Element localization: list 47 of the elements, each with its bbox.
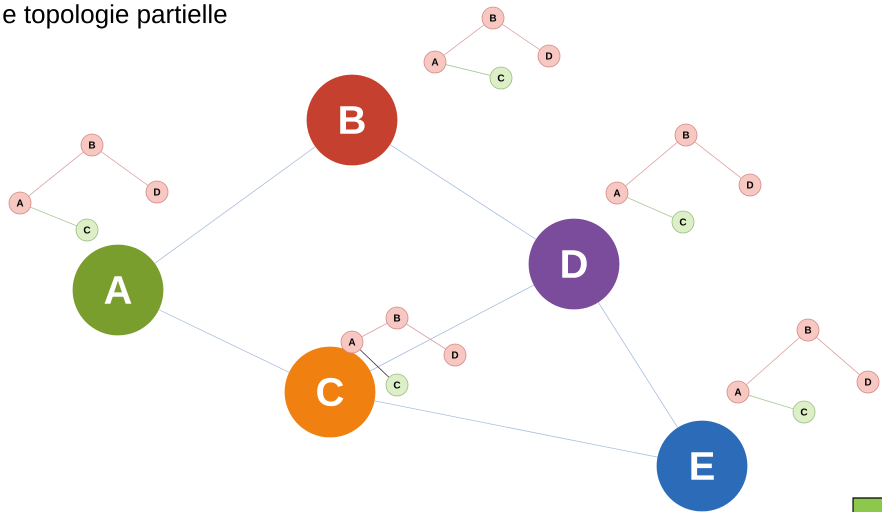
- connector-line: [374, 400, 658, 458]
- circle-node: A: [726, 380, 750, 404]
- connector-line: [627, 197, 673, 218]
- circle-node: C: [386, 374, 408, 396]
- circle-node: B: [796, 318, 820, 342]
- connector-line: [390, 144, 536, 240]
- connector-line: [746, 337, 800, 385]
- circle-node: D: [444, 344, 466, 366]
- circle-node: A: [424, 50, 446, 74]
- circle-node: D: [738, 174, 762, 196]
- connector-line: [406, 324, 446, 350]
- circle-node: C: [672, 210, 694, 234]
- circle-node: C: [792, 400, 816, 424]
- circle-node: D: [538, 44, 560, 68]
- circle-node: B: [80, 134, 104, 156]
- circle-node: E: [656, 420, 748, 512]
- connector-line: [362, 322, 388, 338]
- connector-line: [370, 284, 534, 372]
- circle-node: A: [606, 182, 628, 204]
- connector-line: [100, 151, 148, 186]
- connector-line: [598, 302, 678, 428]
- connector-line: [28, 152, 84, 196]
- connector-line: [360, 349, 390, 378]
- circle-node: D: [528, 218, 620, 310]
- connector-line: [694, 142, 742, 178]
- connector-line: [502, 24, 540, 50]
- circle-node: A: [340, 330, 364, 354]
- circle-node: C: [76, 218, 98, 242]
- circle-node: B: [386, 306, 408, 330]
- circle-node: C: [490, 66, 512, 90]
- connector-line: [748, 394, 794, 410]
- circle-node: D: [146, 180, 168, 204]
- circle-node: A: [8, 192, 32, 214]
- circle-node: B: [482, 6, 504, 30]
- circle-node: A: [72, 244, 164, 336]
- connector-line: [30, 206, 77, 226]
- circle-node: C: [284, 346, 376, 438]
- connector-line: [154, 146, 316, 264]
- connector-line: [816, 337, 860, 375]
- connector-line: [444, 24, 484, 56]
- circle-node: B: [674, 124, 698, 146]
- circle-node: D: [856, 370, 880, 394]
- title: e topologie partielle: [3, 4, 226, 28]
- circle-node: B: [306, 74, 398, 166]
- connector-line: [446, 64, 490, 76]
- connector-line: [625, 142, 678, 186]
- connector-line: [158, 309, 290, 373]
